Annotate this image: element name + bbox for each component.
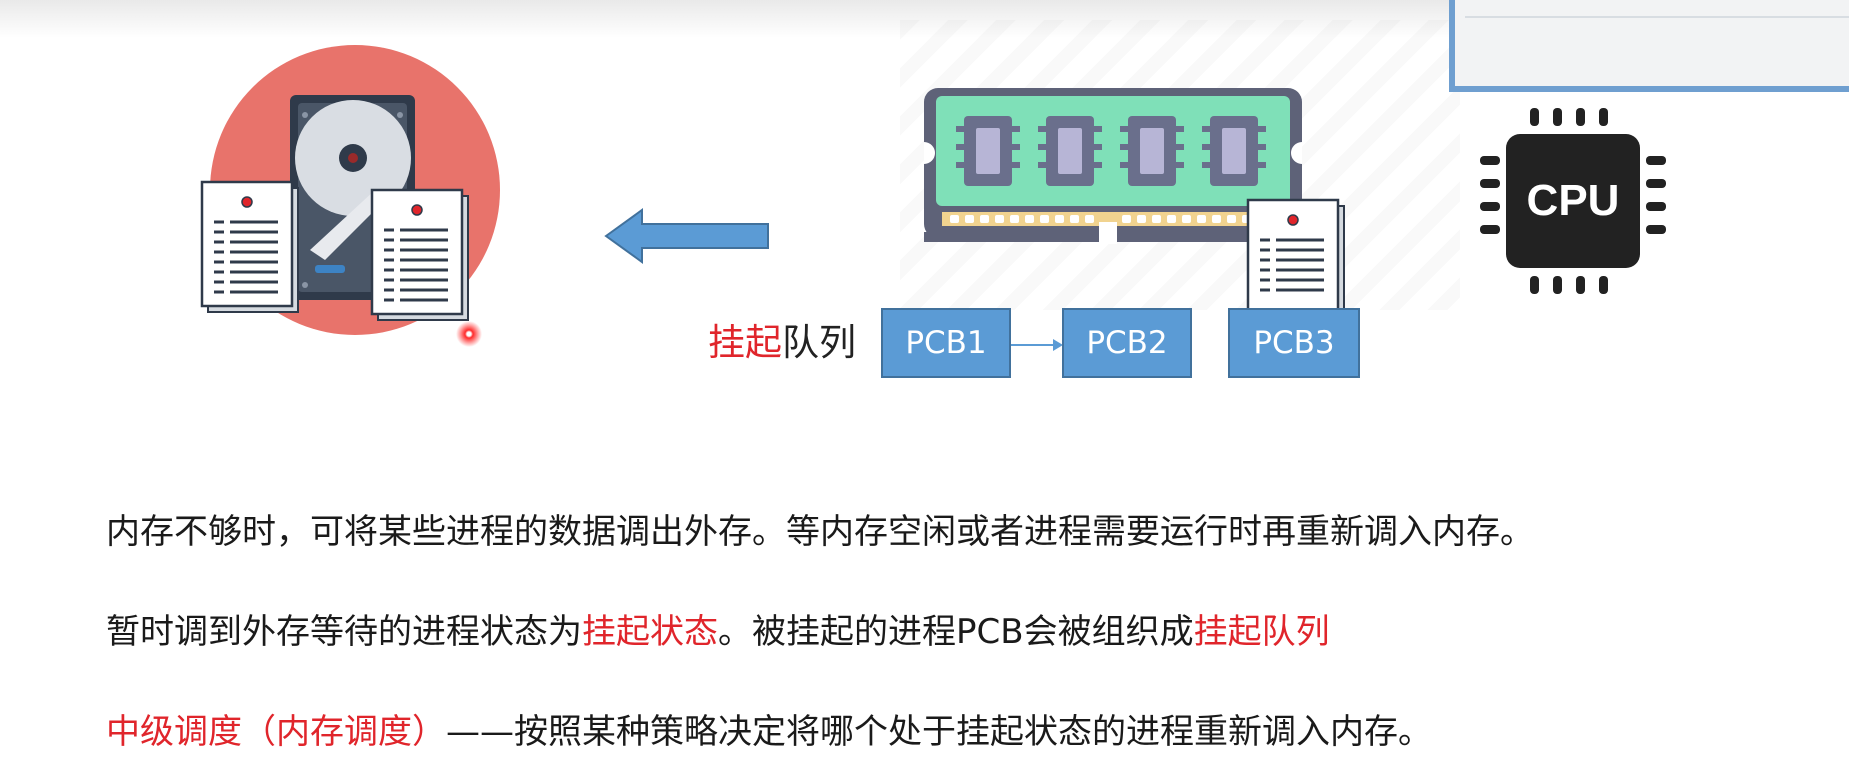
text-line-3-part2: ——按照某种策略决定将哪个处于挂起状态的进程重新调入内存。 — [446, 712, 1432, 752]
memory-module-icon — [924, 88, 1302, 244]
text-line-1: 内存不够时，可将某些进程的数据调出外存。等内存空闲或者进程需要运行时再重新调入内… — [106, 512, 1534, 552]
queue-link-arrow-icon — [1011, 339, 1063, 351]
text-line-2-part3: 。被挂起的进程PCB会被组织成 — [718, 612, 1194, 652]
cpu-chip-icon: CPU — [1480, 108, 1666, 294]
pcb-box: PCB3 — [1228, 308, 1360, 378]
document-icon — [370, 188, 469, 321]
pcb-label: PCB2 — [1086, 325, 1168, 361]
suspend-queue-label-rest: 队列 — [782, 321, 856, 364]
medium-term-scheduling-term: 中级调度（内存调度） — [106, 712, 446, 752]
pcb-label: PCB3 — [1253, 325, 1335, 361]
arrow-left-icon — [604, 208, 769, 264]
suspend-queue-term: 挂起队列 — [1193, 612, 1330, 652]
text-line-3: 中级调度（内存调度）——按照某种策略决定将哪个处于挂起状态的进程重新调入内存。 — [106, 708, 1432, 756]
hard-disk-icon — [210, 45, 500, 335]
suspend-state-term: 挂起状态 — [582, 612, 718, 652]
laser-pointer-icon — [456, 321, 482, 347]
text-line-2: 暂时调到外存等待的进程状态为挂起状态。被挂起的进程PCB会被组织成挂起队列 — [106, 608, 1330, 656]
window-frame-corner — [1449, 0, 1849, 92]
suspend-queue-label-highlight: 挂起 — [708, 321, 782, 364]
cpu-label: CPU — [1527, 176, 1620, 225]
pcb-label: PCB1 — [905, 325, 987, 361]
document-icon — [200, 180, 299, 313]
suspend-queue-label: 挂起队列 — [708, 318, 856, 368]
text-line-2-part1: 暂时调到外存等待的进程状态为 — [106, 612, 582, 652]
pcb-box: PCB1 — [881, 308, 1011, 378]
pcb-box: PCB2 — [1062, 308, 1192, 378]
